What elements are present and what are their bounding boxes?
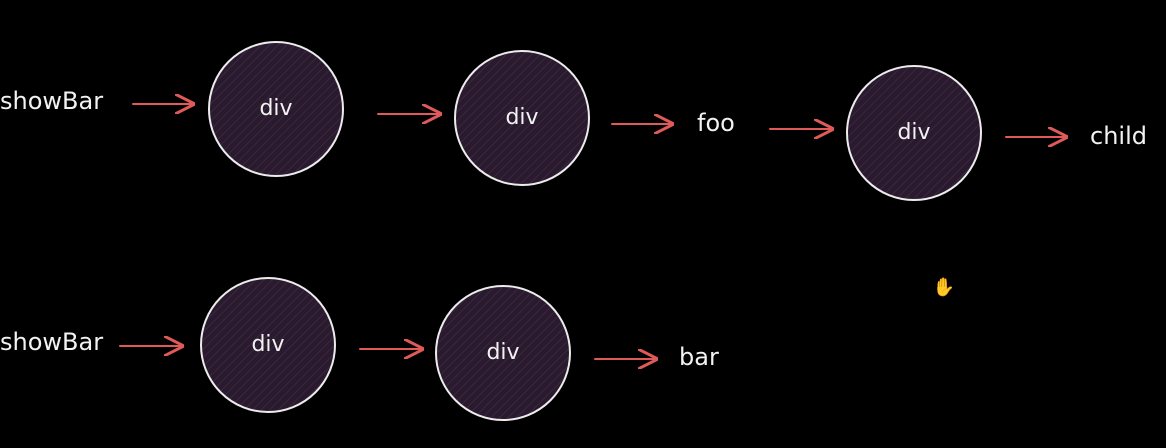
tree-node: div: [454, 50, 590, 186]
tree-node: div: [846, 65, 982, 201]
diagram-row-1: showBar div div foo div child: [0, 41, 1147, 201]
text-node: child: [1090, 122, 1147, 150]
diagram-row-2: showBar div div bar: [0, 277, 719, 421]
node-circle: [846, 65, 982, 201]
node-label: div: [505, 105, 538, 130]
node-circle: [454, 50, 590, 186]
tree-node: div: [435, 285, 571, 421]
text-node: showBar: [0, 87, 103, 115]
tree-node: div: [200, 277, 336, 413]
node-label: div: [486, 340, 519, 365]
node-circle: [208, 41, 344, 177]
node-circle: [200, 277, 336, 413]
text-node: showBar: [0, 328, 103, 356]
text-node: bar: [679, 343, 719, 371]
tree-node: div: [208, 41, 344, 177]
node-label: div: [251, 332, 284, 357]
text-node: foo: [697, 109, 735, 137]
node-label: div: [259, 96, 292, 121]
node-circle: [435, 285, 571, 421]
hand-cursor-icon: ✋: [933, 276, 955, 298]
node-label: div: [897, 120, 930, 145]
